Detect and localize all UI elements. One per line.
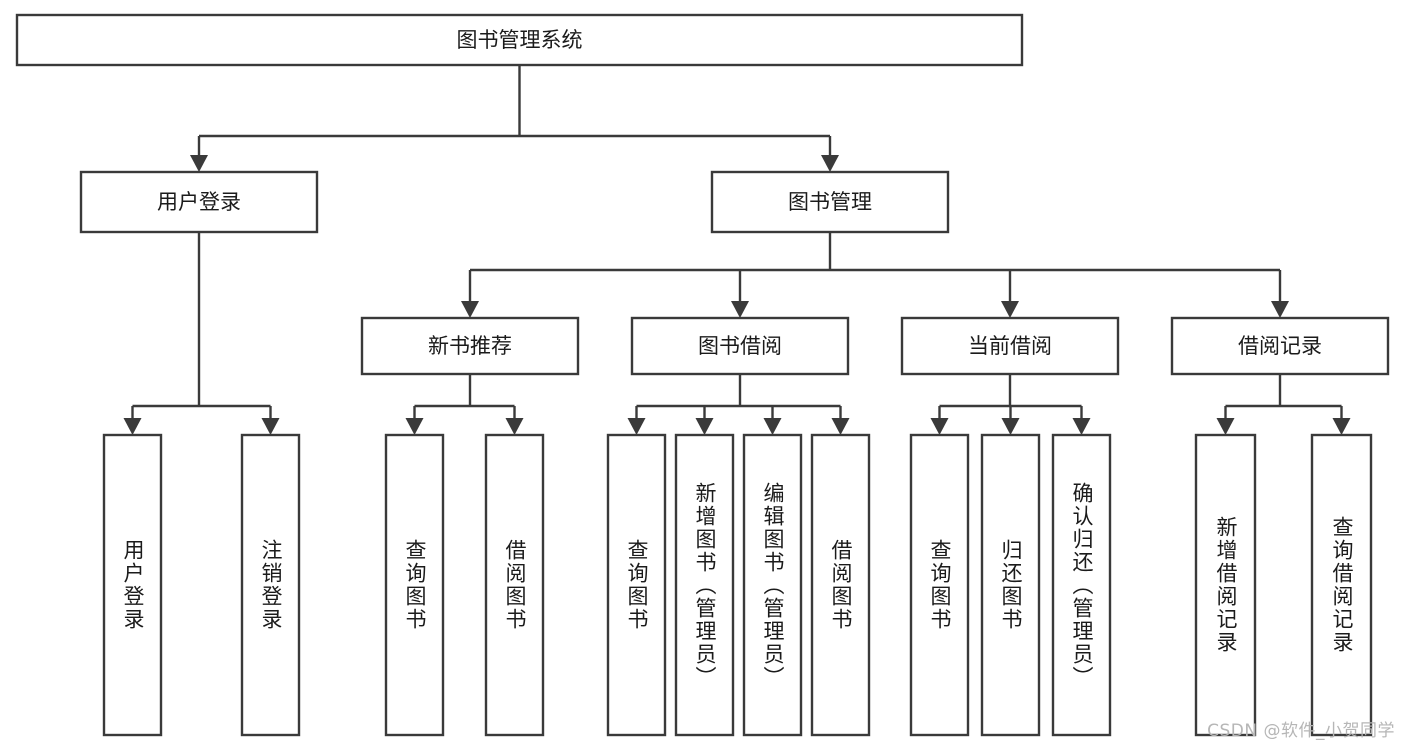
arrow-head-leaf-query-book-rec xyxy=(405,418,424,435)
node-box-leaf-add-record[interactable] xyxy=(1194,433,1257,737)
arrow-head-leaf-query-book-current xyxy=(930,418,949,435)
node-label-user-login: 用户登录 xyxy=(157,190,241,214)
node-box-leaf-query-book-rec[interactable] xyxy=(384,433,445,737)
arrow-head-leaf-add-book xyxy=(695,418,714,435)
arrow-head-leaf-add-record xyxy=(1216,418,1235,435)
arrow-head-user-login xyxy=(190,155,208,172)
node-label-root: 图书管理系统 xyxy=(457,28,583,52)
arrow-head-leaf-confirm-return xyxy=(1072,418,1091,435)
node-label-new-book-recommend: 新书推荐 xyxy=(428,334,512,358)
node-box-borrow-record[interactable] xyxy=(1170,316,1390,376)
node-box-leaf-borrow-book-rec[interactable] xyxy=(484,433,545,737)
node-box-user-login[interactable] xyxy=(79,170,319,234)
arrow-head-current-borrow xyxy=(1001,301,1019,318)
node-box-root[interactable] xyxy=(15,13,1024,67)
node-label-borrow-record: 借阅记录 xyxy=(1238,334,1322,358)
node-box-leaf-edit-book[interactable] xyxy=(742,433,803,737)
node-box-leaf-query-book-borrow[interactable] xyxy=(606,433,667,737)
node-label-book-manage: 图书管理 xyxy=(788,190,872,214)
node-box-leaf-return-book[interactable] xyxy=(980,433,1041,737)
node-box-new-book-recommend[interactable] xyxy=(360,316,580,376)
node-box-leaf-add-book[interactable] xyxy=(674,433,735,737)
node-box-leaf-confirm-return[interactable] xyxy=(1051,433,1112,737)
node-box-leaf-borrow-book[interactable] xyxy=(810,433,871,737)
csdn-watermark: CSDN @软件_小贺同学 xyxy=(1207,721,1395,741)
arrow-head-borrow-record xyxy=(1271,301,1289,318)
arrow-head-new-book-recommend xyxy=(461,301,479,318)
arrow-head-leaf-edit-book xyxy=(763,418,782,435)
node-label-book-borrow: 图书借阅 xyxy=(698,334,782,358)
arrow-head-leaf-query-book-borrow xyxy=(627,418,646,435)
node-box-layer xyxy=(15,13,1390,737)
arrow-head-leaf-borrow-book-rec xyxy=(505,418,524,435)
arrow-head-leaf-user-login xyxy=(123,418,142,435)
arrow-head-leaf-query-record xyxy=(1332,418,1351,435)
connector-layer xyxy=(123,65,1351,435)
arrow-head-book-manage xyxy=(821,155,839,172)
node-box-book-borrow[interactable] xyxy=(630,316,850,376)
node-box-leaf-query-record[interactable] xyxy=(1310,433,1373,737)
node-box-current-borrow[interactable] xyxy=(900,316,1120,376)
arrow-head-book-borrow xyxy=(731,301,749,318)
node-box-leaf-query-book-current[interactable] xyxy=(909,433,970,737)
node-label-current-borrow: 当前借阅 xyxy=(968,334,1052,358)
node-box-leaf-user-login[interactable] xyxy=(102,433,163,737)
arrow-head-leaf-borrow-book xyxy=(831,418,850,435)
node-box-book-manage[interactable] xyxy=(710,170,950,234)
arrow-head-leaf-logout xyxy=(261,418,280,435)
arrow-head-leaf-return-book xyxy=(1001,418,1020,435)
node-box-leaf-logout[interactable] xyxy=(240,433,301,737)
